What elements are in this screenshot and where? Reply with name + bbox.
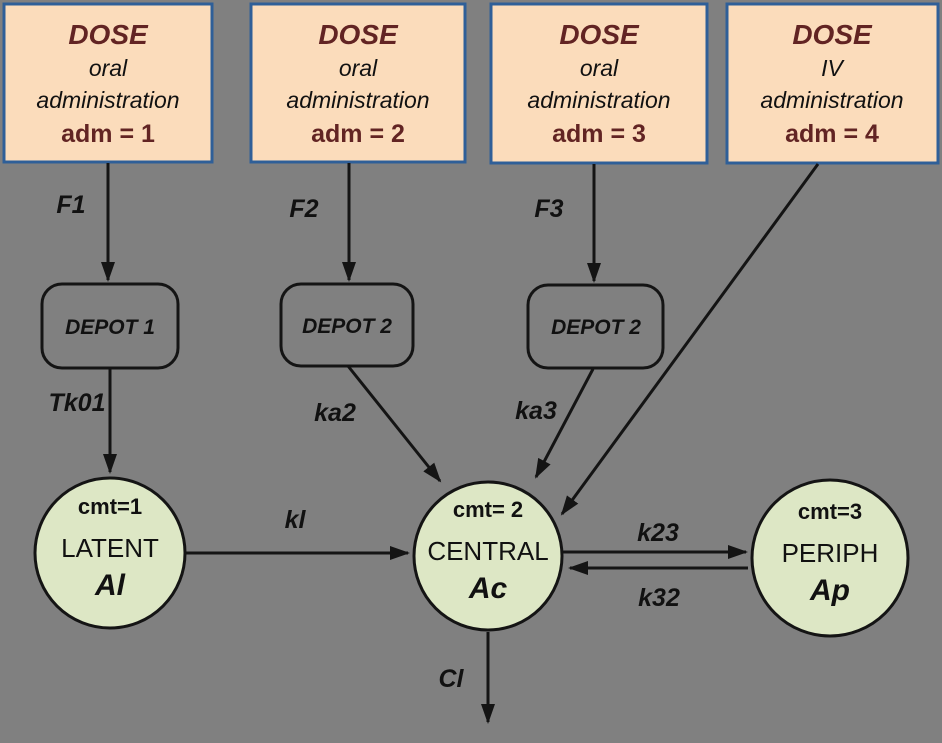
dose-route2: administration: [760, 87, 903, 113]
label-k32: k32: [638, 584, 680, 612]
central-name: CENTRAL: [427, 536, 548, 566]
compartment-central: cmt= 2 CENTRAL Ac: [412, 480, 564, 632]
periph-amount: Ap: [809, 574, 850, 607]
label-kl: kl: [285, 506, 307, 534]
central-amount: Ac: [468, 572, 508, 605]
dose-box-adm1: DOSE oral administration adm = 1: [2, 2, 214, 164]
dose-box-adm4: DOSE IV administration adm = 4: [725, 2, 940, 165]
dose-route2: administration: [286, 87, 429, 113]
dose-box-adm2-rect: [249, 2, 467, 164]
depot-2-label: DEPOT 2: [302, 315, 392, 338]
dose-title: DOSE: [318, 19, 399, 50]
depot-2: DEPOT 2: [279, 282, 415, 368]
compartment-latent-circle: [33, 476, 187, 630]
label-f3: F3: [534, 195, 563, 223]
dose-box-adm4-rect: [725, 2, 940, 165]
depot-1-label: DEPOT 1: [65, 316, 155, 339]
label-k23: k23: [637, 519, 679, 547]
label-ka3: ka3: [515, 397, 557, 425]
depot-3-label: DEPOT 2: [551, 316, 641, 339]
dose-route: oral: [89, 55, 128, 81]
dose-route: IV: [821, 55, 845, 81]
compartment-periph-circle: [750, 478, 910, 638]
dose-title: DOSE: [68, 19, 149, 50]
central-cmt-id: cmt= 2: [453, 497, 523, 522]
dose-title: DOSE: [792, 19, 873, 50]
arrow-iv-to-central: [560, 163, 820, 516]
dose-adm: adm = 2: [311, 120, 405, 148]
latent-cmt-id: cmt=1: [78, 494, 142, 519]
depot-2-rect: [279, 282, 415, 368]
arrow-ka3: [534, 368, 595, 479]
depot-1: DEPOT 1: [40, 282, 180, 370]
latent-name: LATENT: [61, 533, 159, 563]
label-f2: F2: [289, 195, 318, 223]
dose-adm: adm = 3: [552, 120, 646, 148]
latent-amount: Al: [94, 569, 126, 602]
dose-route: oral: [580, 55, 619, 81]
dose-box-adm1-rect: [2, 2, 214, 164]
periph-cmt-id: cmt=3: [798, 499, 862, 524]
label-cl: Cl: [439, 665, 465, 693]
arrow-ka2: [346, 365, 442, 483]
compartment-latent: cmt=1 LATENT Al: [33, 476, 187, 630]
dose-route2: administration: [527, 87, 670, 113]
dose-box-adm2: DOSE oral administration adm = 2: [249, 2, 467, 164]
depot-3-rect: [526, 283, 665, 370]
dose-route2: administration: [36, 87, 179, 113]
dose-title: DOSE: [559, 19, 640, 50]
label-f1: F1: [56, 191, 85, 219]
label-ka2: ka2: [314, 399, 356, 427]
label-tk01: Tk01: [49, 389, 106, 417]
compartment-periph: cmt=3 PERIPH Ap: [750, 478, 910, 638]
depot-3: DEPOT 2: [526, 283, 665, 370]
compartment-central-circle: [412, 480, 564, 632]
dose-box-adm3: DOSE oral administration adm = 3: [489, 2, 709, 165]
dose-adm: adm = 4: [785, 120, 879, 148]
periph-name: PERIPH: [782, 538, 879, 568]
dose-route: oral: [339, 55, 378, 81]
dose-adm: adm = 1: [61, 120, 155, 148]
dose-box-adm3-rect: [489, 2, 709, 165]
